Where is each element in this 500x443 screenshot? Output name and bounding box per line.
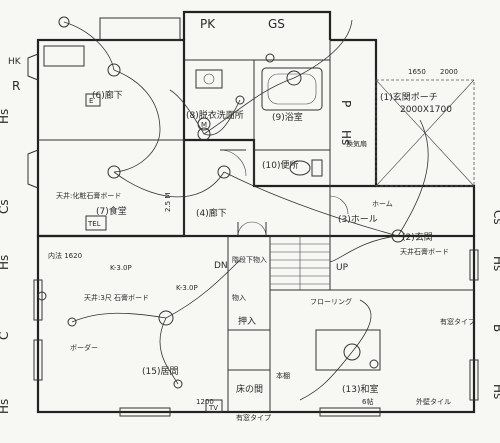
meter-m-badge [197,117,211,131]
tatami-label: 6帖 [362,397,373,406]
dining-name: (7)食堂 [96,205,127,217]
e-badge [85,93,101,107]
porch-outline [375,79,475,187]
washroom-name: (8)脱衣洗面所 [186,109,244,121]
edge-r: R [12,79,20,93]
edge-hs-3: Hs [0,399,11,414]
edge-hs-6: Hs [339,130,353,145]
tel-box [85,215,107,231]
edge-hs-2: Hs [0,255,11,270]
ridge-note-2: K-3.0P [176,284,198,292]
ceiling-spec-dining: 天井:化粧石膏ボード [56,191,121,200]
bathtub [261,67,323,111]
staircase [269,235,331,291]
kitchen-side-label: ボーダー [70,343,98,352]
kitchen-spec: 天井:3尺 石膏ボード [84,293,149,302]
dim-1200: 1200 [196,398,214,406]
porch-size: 2000X1700 [400,105,452,115]
bath-name: (9)浴室 [272,111,303,123]
inner-size: 内法 1620 [48,251,82,260]
kitchen-upper-counter [99,17,181,41]
foot-label-1: 有窓タイプ [440,317,475,326]
tokonoma [315,329,381,371]
dim-2000: 2000 [440,68,458,76]
bookshelf-label: 本棚 [276,371,290,380]
hall-name: (3)ホール [338,214,378,225]
toilet-name: (10)便所 [262,159,298,171]
oshiire-label: 押入 [238,315,256,327]
up-label: UP [336,263,349,273]
toilet-tank [311,159,323,177]
foot-label-2: 有窓タイプ [236,413,271,422]
tel-label: TEL [87,220,101,228]
corridor-name: (4)廊下 [196,207,227,219]
washbasin [195,69,223,89]
light-fixtures [37,16,405,389]
flooring-label: フローリング [310,297,352,306]
tv-box [205,399,223,413]
walk-label: 外壁タイル [416,397,451,406]
gs-label: GS [268,17,285,31]
e-badge-label: E [89,97,93,105]
ceiling-spec-entrance: 天井石膏ボード [400,247,449,256]
hall-upper-name: (6)廊下 [92,89,123,101]
entrance-name: (2)玄関 [402,231,433,243]
tokonoma-label: 床の間 [236,383,263,395]
tv-label: TV [208,404,218,412]
exhaust-label: 換気扇 [346,139,367,148]
washbasin-bowl [203,73,215,85]
scale-vertical-label: 2.5 M [164,193,172,212]
hall-light-label: ホーム [372,200,393,208]
edge-b: B [491,324,500,332]
edge-cs-2: Cs [491,210,500,225]
toilet-bowl [289,160,311,176]
stair-storage-label: 階段下物入 [232,255,267,264]
edge-hs-5: Hs [491,384,500,399]
hk-label: HK [8,57,22,67]
edge-cs-1: Cs [0,199,11,214]
pk-label: PK [200,17,216,31]
dn-label: DN [214,261,228,271]
doors [219,149,349,237]
m-badge-label: M [201,121,207,129]
kitchen-counter [43,45,85,67]
edge-hs-1: Hs [0,109,11,124]
dim-1650: 1650 [408,68,426,76]
bathtub-inner [267,73,317,105]
edge-hs-4: Hs [491,256,500,271]
ridge-note-1: K-3.0P [110,264,132,272]
electrical-wiring [63,19,429,401]
edge-c: C [0,332,11,340]
living-name: (15)居間 [142,366,178,377]
japanese-name: (13)和室 [342,383,378,395]
closet-label: 物入 [232,293,246,302]
edge-p: P [339,100,353,107]
porch-name: (1)玄関ポーチ [380,91,438,103]
